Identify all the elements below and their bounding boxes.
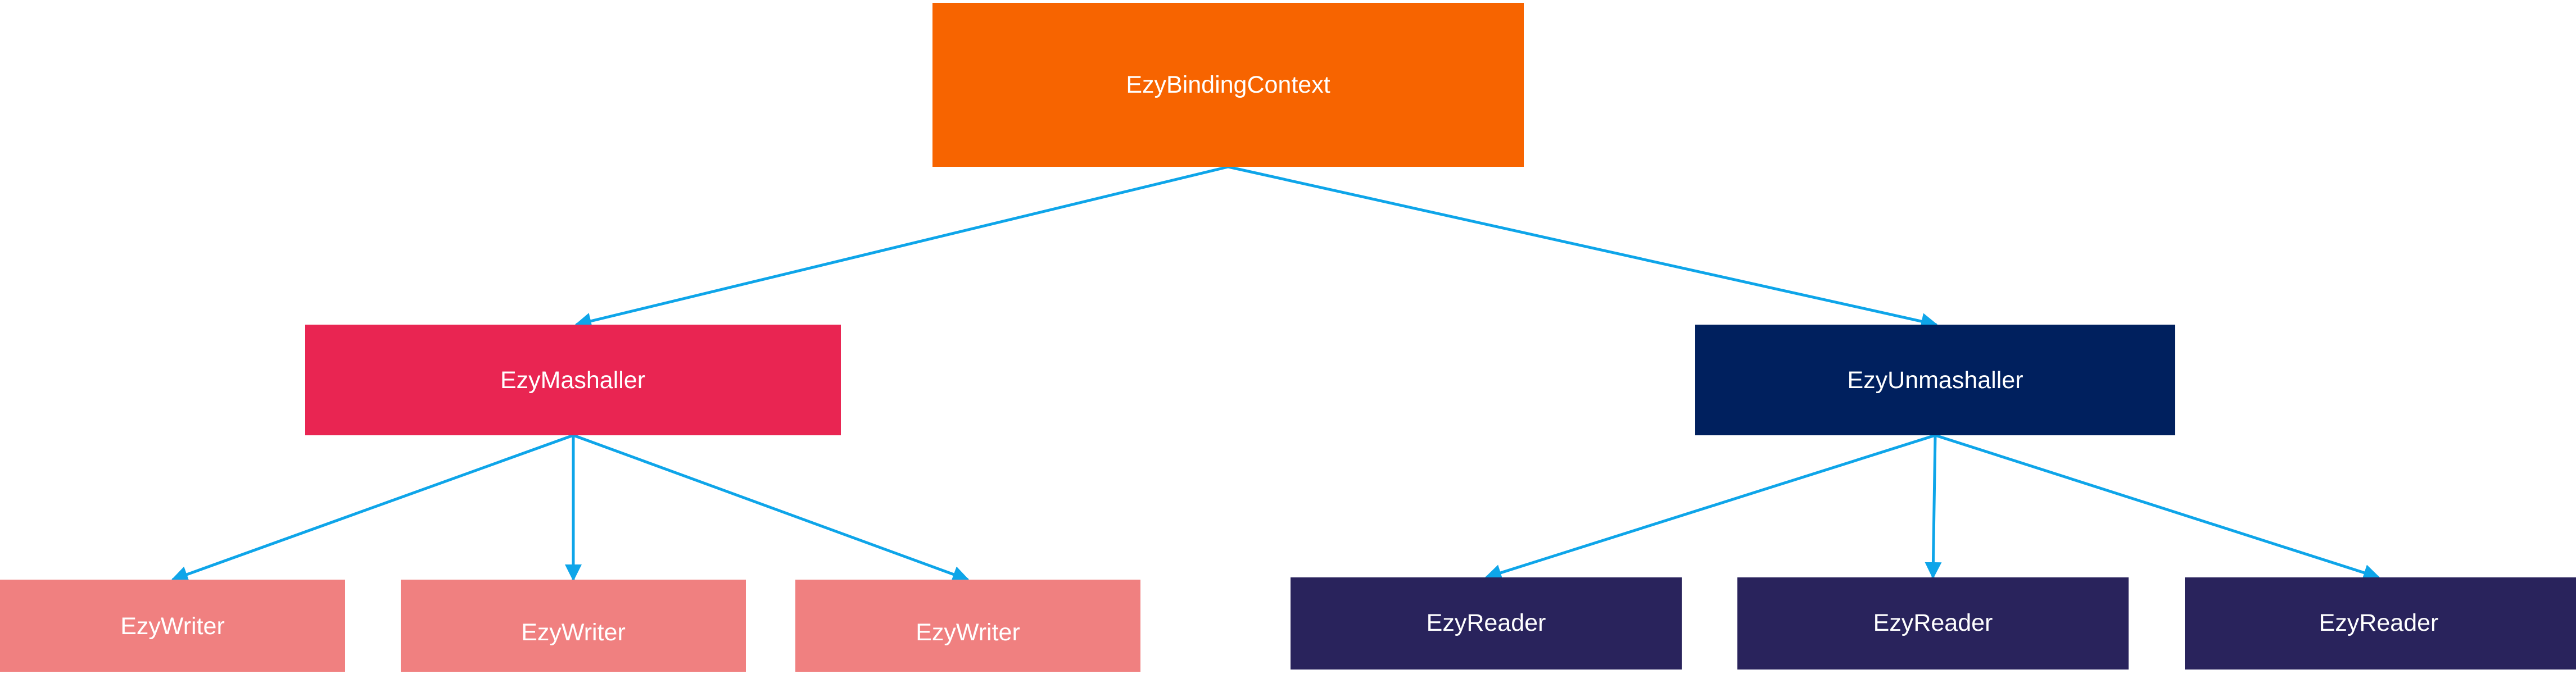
node-reader-1-box <box>1291 577 1682 670</box>
node-mashaller-box <box>305 325 841 435</box>
connectors <box>171 165 2380 582</box>
edge-root-to-mashaller <box>574 165 1229 330</box>
edge-mashaller-to-writer-1 <box>171 434 574 582</box>
node-reader-2: EzyReader <box>1737 577 2129 670</box>
node-unmashaller-label: EzyUnmashaller <box>1847 367 2023 394</box>
edge-root-to-unmashaller <box>1228 165 1938 330</box>
node-reader-1-label: EzyReader <box>1427 609 1546 636</box>
node-writer-3-label: EzyWriter <box>916 619 1020 646</box>
node-writer-3: EzyWriter <box>795 580 1140 672</box>
node-root-box <box>932 3 1524 167</box>
node-writer-3-box <box>795 580 1140 672</box>
node-writer-2-label: EzyWriter <box>521 619 626 646</box>
node-mashaller: EzyMashaller <box>305 325 841 435</box>
node-reader-2-label: EzyReader <box>1873 609 1993 636</box>
node-unmashaller-box <box>1695 325 2175 435</box>
node-reader-1: EzyReader <box>1291 577 1682 670</box>
node-writer-2-box <box>401 580 746 672</box>
node-reader-3: EzyReader <box>2185 577 2576 670</box>
edge-unmashaller-to-reader-3 <box>1935 434 2380 581</box>
edge-unmashaller-to-reader-1 <box>1484 434 1936 581</box>
node-reader-2-box <box>1737 577 2129 670</box>
node-writer-2: EzyWriter <box>401 580 746 672</box>
edge-unmashaller-to-reader-2 <box>1925 435 1942 579</box>
node-root-label: EzyBindingContext <box>1126 71 1330 98</box>
node-writer-1-box <box>0 580 345 672</box>
node-reader-3-label: EzyReader <box>2319 609 2439 636</box>
node-mashaller-label: EzyMashaller <box>500 367 645 394</box>
node-reader-3-box <box>2185 577 2576 670</box>
node-unmashaller: EzyUnmashaller <box>1695 325 2175 435</box>
node-writer-1-label: EzyWriter <box>120 613 225 640</box>
edge-mashaller-to-writer-3 <box>573 434 970 582</box>
node-root: EzyBindingContext <box>932 3 1524 167</box>
node-writer-1: EzyWriter <box>0 580 345 672</box>
